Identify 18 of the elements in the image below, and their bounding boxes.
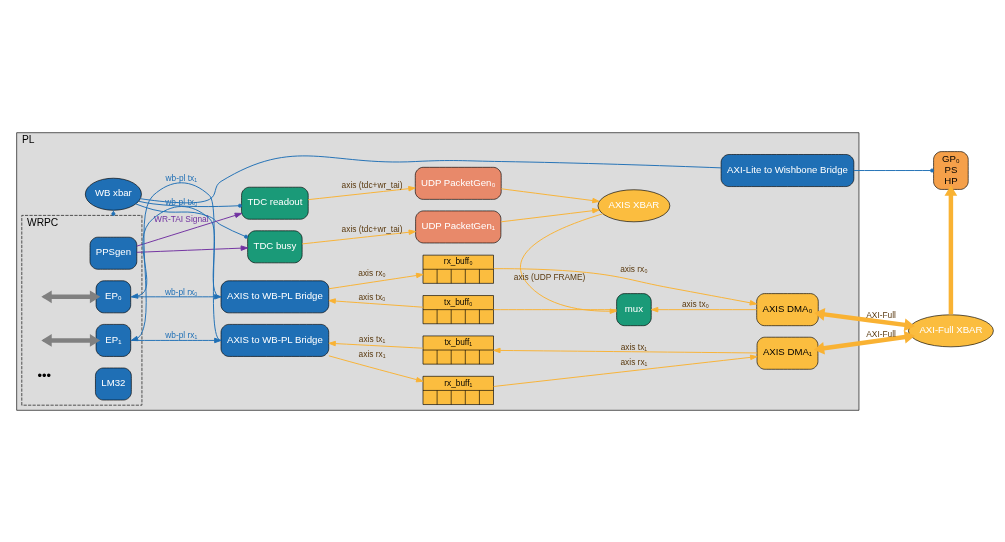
edge-label: axis rx₀	[358, 267, 386, 278]
edge-label: axis rx₁	[620, 356, 648, 367]
edge-label: wb-pl tx₁	[165, 172, 198, 183]
edge-label: axis (tdc+wr_tai)	[341, 223, 403, 234]
edge-label: axis tx₁	[620, 341, 648, 352]
edge-label: AXI-Full	[866, 309, 896, 320]
edge-label: axis rx₁	[358, 348, 386, 359]
edge-label: axis (tdc+wr_tai)	[341, 179, 403, 190]
edge-label: wb-pl rx₀	[164, 286, 198, 297]
edge-label: wb-pl rx₁	[165, 329, 198, 340]
edge-label: axis rx₀	[620, 263, 648, 274]
edge-label: AXI-Full	[866, 328, 896, 339]
edge-label: axis tx₀	[358, 291, 386, 302]
edge-label: axis tx₁	[358, 333, 386, 344]
edge-label: axis (UDP FRAME)	[513, 271, 586, 282]
edge-label: WR-TAI Signal	[154, 213, 209, 224]
edge-label: axis tx₀	[681, 298, 709, 309]
label: •••	[37, 367, 51, 383]
